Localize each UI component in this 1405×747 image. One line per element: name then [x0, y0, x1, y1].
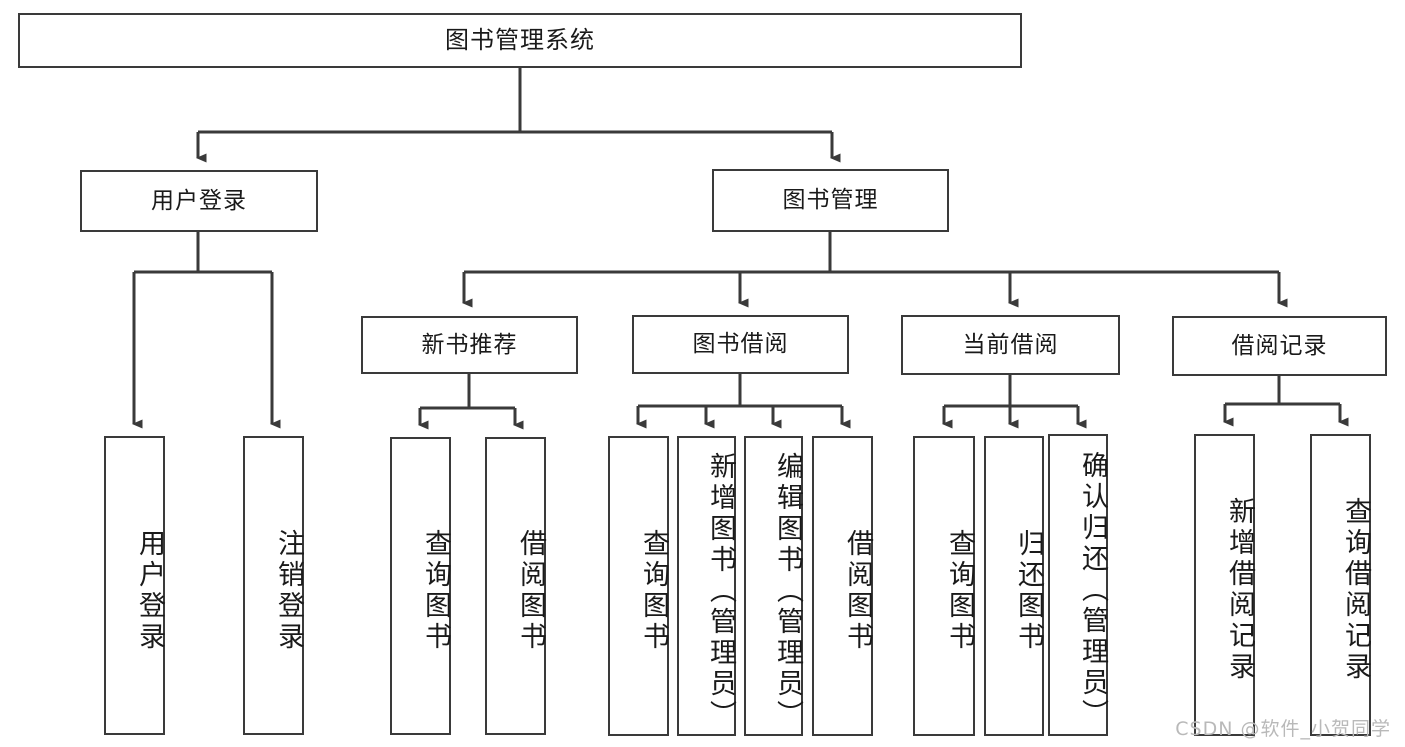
node-label: 新书推荐 — [421, 331, 518, 358]
node-label: 查询图书 — [638, 529, 669, 653]
node-book-borrow[interactable]: 图书借阅 — [632, 315, 849, 374]
watermark: CSDN @软件_小贺同学 — [1175, 718, 1391, 740]
leaf-current-borrow-confirm-return[interactable]: 确认归还（管理员） — [1048, 434, 1108, 736]
node-label: 借阅图书 — [515, 529, 546, 653]
leaf-user-login-logout[interactable]: 注销登录 — [243, 436, 304, 735]
node-root-system[interactable]: 图书管理系统 — [18, 13, 1022, 68]
node-label: 借阅记录 — [1231, 332, 1328, 359]
node-label: 编辑图书（管理员） — [772, 451, 803, 731]
node-label: 新增借阅记录 — [1224, 497, 1255, 683]
leaf-new-book-query[interactable]: 查询图书 — [390, 437, 451, 735]
node-new-book-recommend[interactable]: 新书推荐 — [361, 316, 578, 374]
node-label: 归还图书 — [1013, 529, 1044, 653]
leaf-book-borrow-edit[interactable]: 编辑图书（管理员） — [744, 436, 803, 736]
leaf-current-borrow-query[interactable]: 查询图书 — [913, 436, 975, 736]
node-label: 查询图书 — [944, 529, 975, 653]
node-label: 当前借阅 — [962, 331, 1059, 358]
node-label: 用户登录 — [134, 528, 165, 653]
leaf-borrow-record-add[interactable]: 新增借阅记录 — [1194, 434, 1255, 736]
node-label: 注销登录 — [273, 528, 304, 653]
leaf-borrow-record-query[interactable]: 查询借阅记录 — [1310, 434, 1371, 736]
node-label: 图书管理 — [782, 187, 879, 214]
node-label: 查询图书 — [420, 529, 451, 653]
node-label: 用户登录 — [151, 187, 247, 214]
node-label: 新增图书（管理员） — [705, 451, 736, 731]
leaf-new-book-borrow[interactable]: 借阅图书 — [485, 437, 546, 735]
node-label: 借阅图书 — [842, 529, 873, 653]
node-book-management[interactable]: 图书管理 — [712, 169, 949, 232]
node-borrow-record[interactable]: 借阅记录 — [1172, 316, 1387, 376]
leaf-current-borrow-return[interactable]: 归还图书 — [984, 436, 1044, 736]
node-user-login[interactable]: 用户登录 — [80, 170, 318, 232]
node-current-borrow[interactable]: 当前借阅 — [901, 315, 1120, 375]
node-label: 查询借阅记录 — [1340, 497, 1371, 683]
leaf-book-borrow-query[interactable]: 查询图书 — [608, 436, 669, 736]
node-label: 图书管理系统 — [445, 25, 595, 54]
leaf-book-borrow-add[interactable]: 新增图书（管理员） — [677, 436, 736, 736]
node-label: 确认归还（管理员） — [1077, 450, 1108, 730]
leaf-user-login-login[interactable]: 用户登录 — [104, 436, 165, 735]
node-label: 图书借阅 — [692, 331, 789, 358]
leaf-book-borrow-lend[interactable]: 借阅图书 — [812, 436, 873, 736]
